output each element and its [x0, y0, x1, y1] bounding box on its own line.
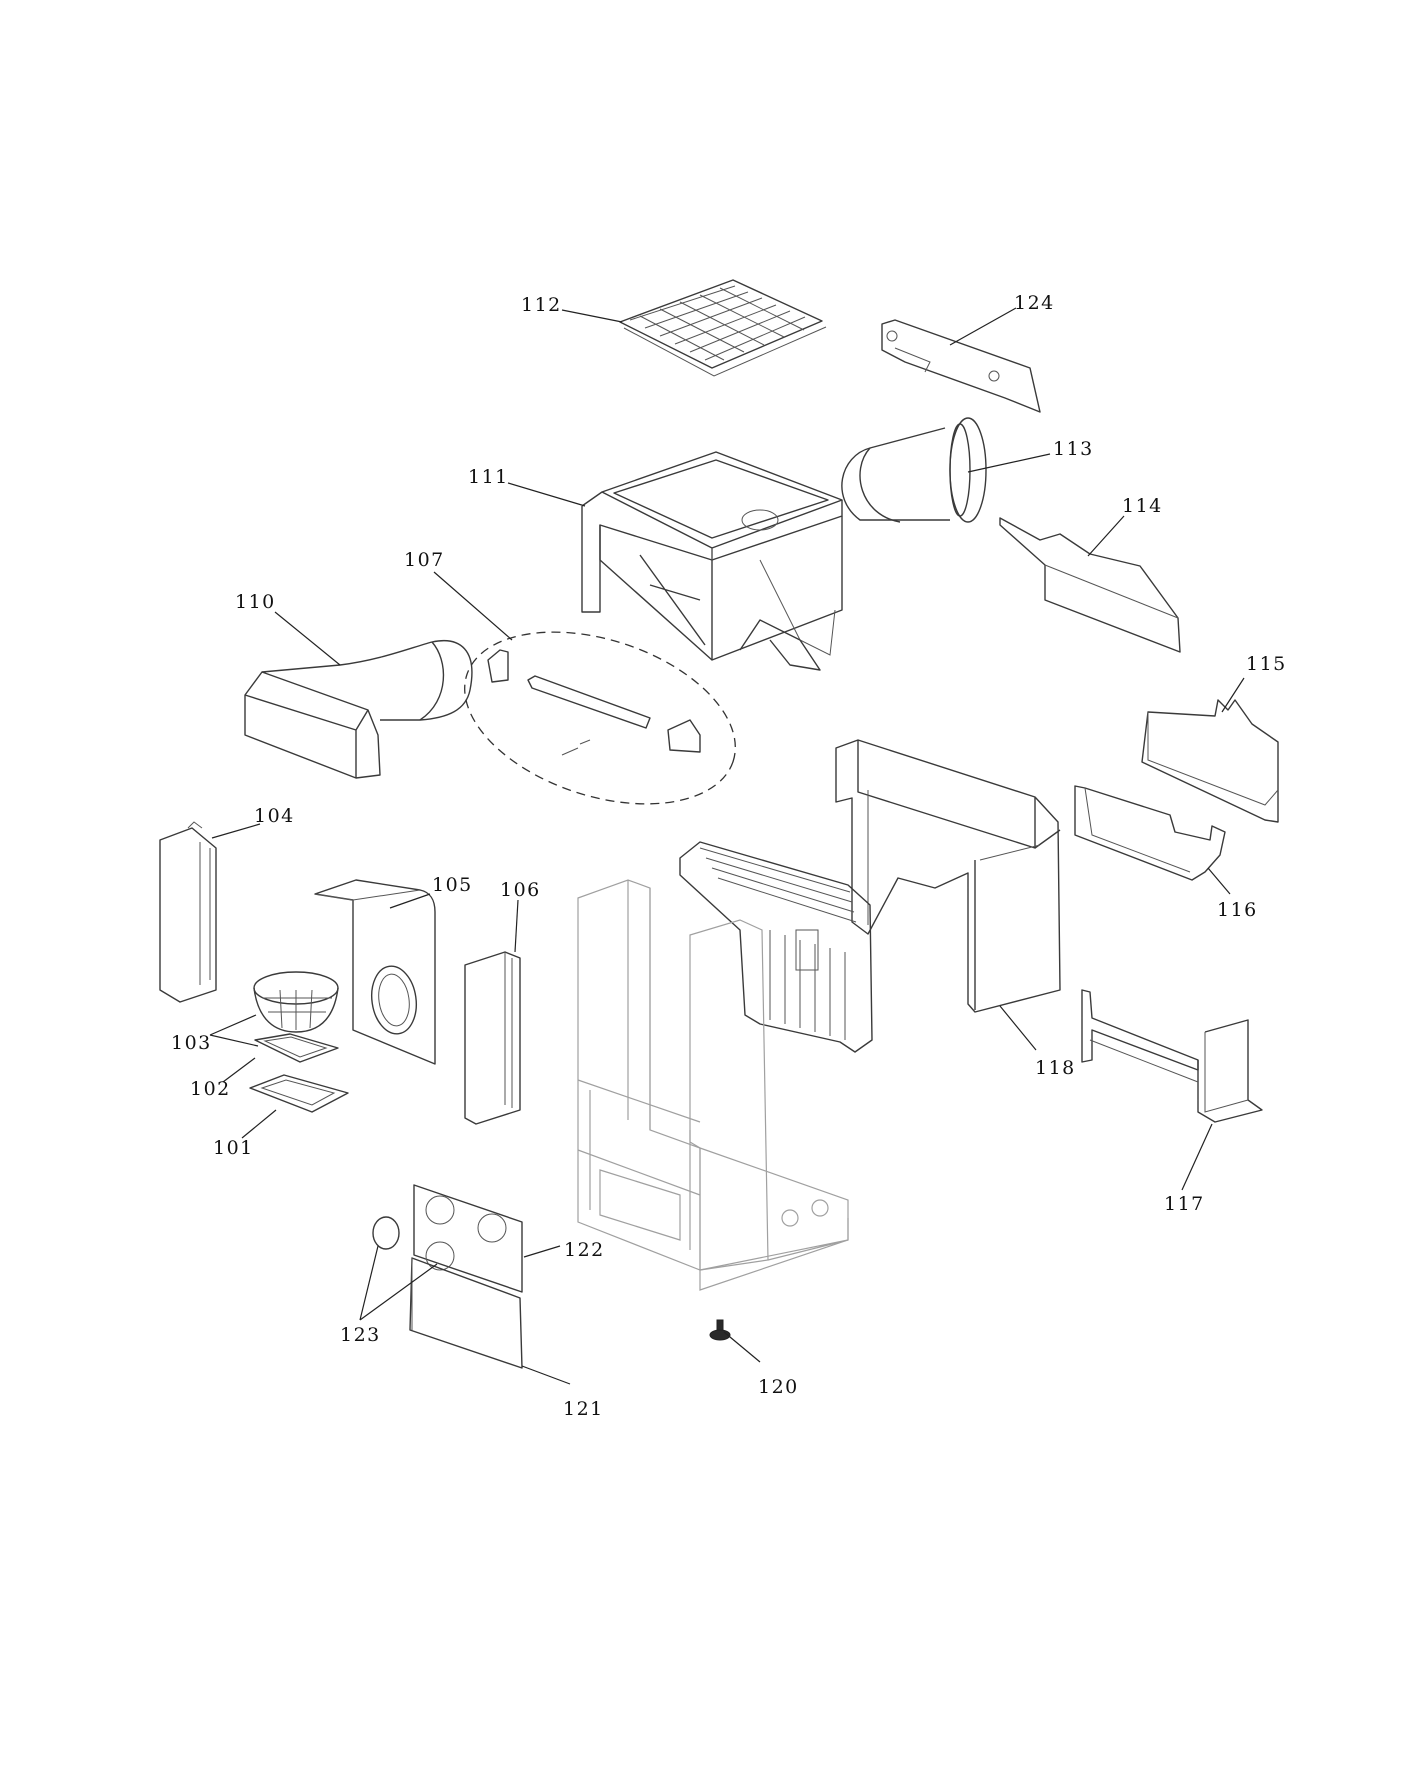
part-124-bracket[interactable] [881, 319, 1041, 413]
label-106: 106 [500, 879, 541, 901]
label-101: 101 [213, 1137, 254, 1159]
part-111-hopper-box[interactable] [581, 451, 843, 671]
part-117-bracket[interactable] [1081, 989, 1263, 1123]
label-104: 104 [254, 805, 295, 827]
main-cabinet [577, 879, 849, 1291]
label-110: 110 [235, 591, 276, 613]
part-122-front-panel[interactable] [413, 1184, 523, 1293]
part-105-door-panel[interactable] [314, 879, 436, 1065]
part-112-grate[interactable] [619, 279, 827, 377]
label-113: 113 [1053, 438, 1094, 460]
label-120: 120 [758, 1376, 799, 1398]
leader-lines [209, 307, 1245, 1385]
label-123: 123 [340, 1324, 381, 1346]
label-114: 114 [1122, 495, 1163, 517]
label-111: 111 [468, 466, 509, 488]
label-107: 107 [404, 549, 445, 571]
label-121: 121 [563, 1398, 604, 1420]
part-103-burn-pot[interactable] [253, 971, 339, 1033]
callout-labels: 112 124 113 111 114 107 110 115 104 105 … [171, 292, 1287, 1420]
part-114-panel[interactable] [999, 517, 1181, 653]
label-124: 124 [1014, 292, 1055, 314]
part-101-plate[interactable] [249, 1074, 349, 1113]
label-122: 122 [564, 1239, 605, 1261]
part-113-flue-pipe[interactable] [841, 417, 987, 523]
part-115-panel[interactable] [1141, 699, 1279, 823]
part-118-back-frame[interactable] [835, 739, 1061, 1013]
part-104-side-panel[interactable] [159, 821, 217, 1003]
part-120-leveling-foot[interactable] [709, 1319, 731, 1341]
part-121-lower-panel[interactable] [409, 1257, 523, 1369]
part-107-hardware-group[interactable] [443, 601, 758, 836]
label-105: 105 [432, 874, 473, 896]
label-118: 118 [1035, 1057, 1076, 1079]
label-117: 117 [1164, 1193, 1205, 1215]
label-102: 102 [190, 1078, 231, 1100]
heat-exchanger [679, 841, 873, 1053]
part-102-gasket[interactable] [254, 1033, 339, 1063]
label-116: 116 [1217, 899, 1258, 921]
part-123-cap[interactable] [372, 1216, 400, 1250]
part-110-ash-pan[interactable] [244, 640, 473, 779]
label-112: 112 [521, 294, 562, 316]
label-115: 115 [1246, 653, 1287, 675]
part-106-side-panel[interactable] [464, 951, 521, 1125]
part-116-baffle[interactable] [1074, 785, 1226, 881]
label-103: 103 [171, 1032, 212, 1054]
